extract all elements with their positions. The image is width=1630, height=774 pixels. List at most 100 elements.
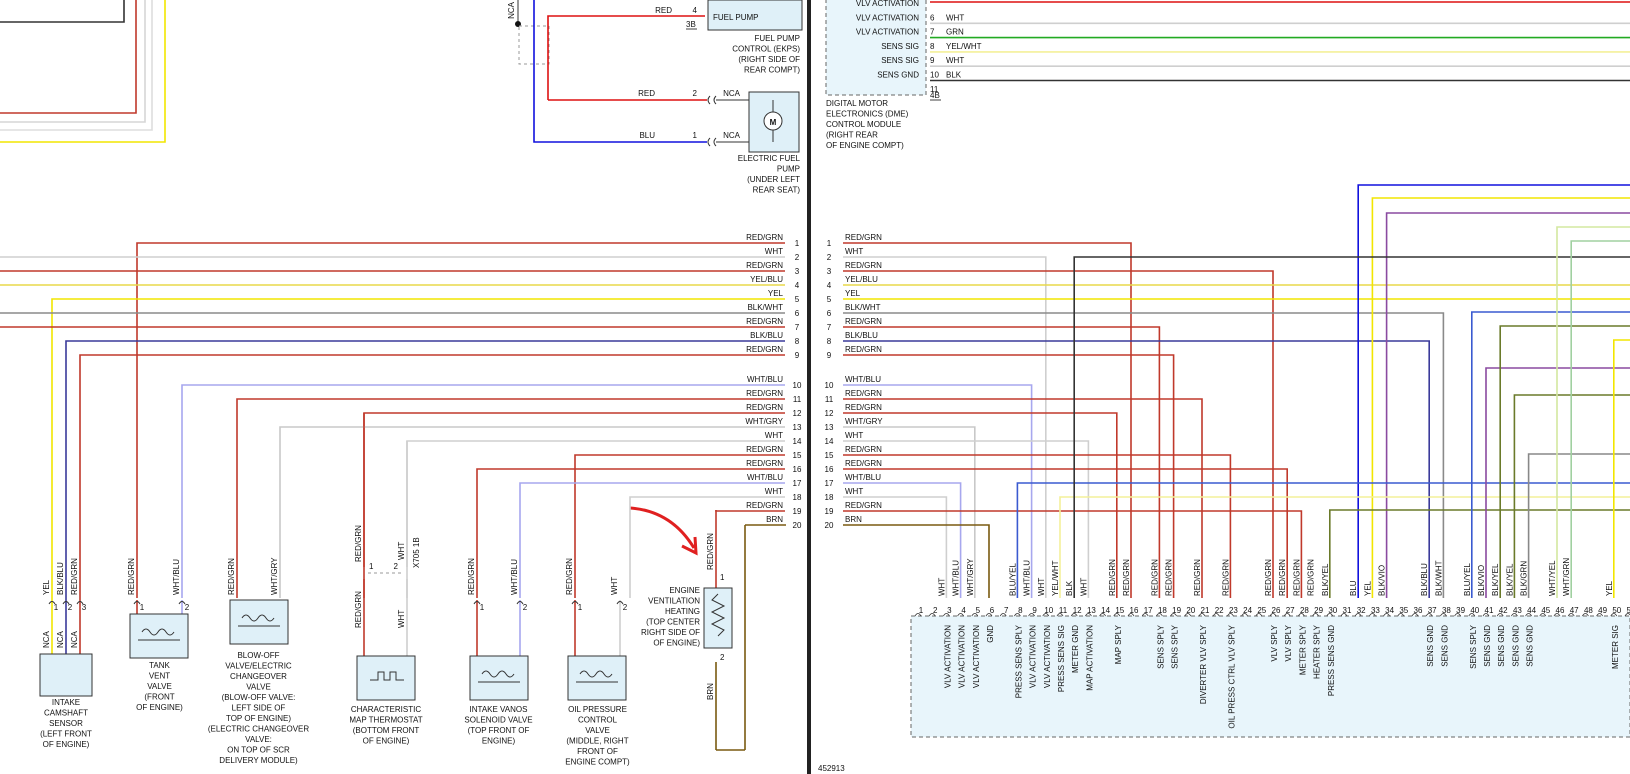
dme-pin-wire-15: RED/GRN — [1108, 559, 1117, 596]
blow_off-label-line-10: DELIVERY MODULE) — [219, 756, 298, 765]
right-wire-pin-1: 1 — [827, 239, 832, 248]
dme-top-func-2: VLV ACTIVATION — [856, 28, 919, 37]
blow_off-label-line-1: VALVE/ELECTRIC — [225, 662, 292, 671]
dme-top-label-3: (RIGHT REAR — [826, 131, 878, 140]
oil_pressure-label-line-5: ENGINE COMPT) — [565, 758, 630, 767]
tank_vent-connector-1 — [178, 601, 186, 605]
dme-pin-number-44: 44 — [1527, 606, 1536, 615]
blow_off-coil-symbol — [241, 614, 275, 622]
blow_off-wire-label-0: RED/GRN — [227, 558, 236, 595]
vent-heating-resistor-symbol — [710, 593, 726, 637]
camshaft-label-line-0: INTAKE — [52, 698, 80, 707]
right-wire-color-3: RED/GRN — [845, 261, 882, 270]
vanos-label-line-3: ENGINE) — [482, 737, 516, 746]
dme-pin-number-33: 33 — [1371, 606, 1380, 615]
right-wire-color-15: RED/GRN — [845, 445, 882, 454]
dme-pin-number-47: 47 — [1570, 606, 1579, 615]
blow_off-label-line-3: VALVE — [246, 683, 271, 692]
right-wire-16 — [843, 468, 1288, 598]
left-wire-10 — [181, 384, 785, 598]
blow_off-label-line-9: ON TOP OF SCR — [227, 746, 290, 755]
dme-pin-connector-7 — [999, 613, 1007, 617]
dme-pin-func-30: PRESS SENS GND — [1327, 625, 1336, 696]
dme-pin-connector-49 — [1596, 613, 1603, 617]
oil_pressure-pin-1: 2 — [623, 603, 628, 612]
dme-extra-wire-8 — [1016, 482, 1630, 598]
oil_pressure-connector-1 — [616, 601, 624, 605]
left-wire-pin-14: 14 — [793, 437, 802, 446]
left-wire-5 — [51, 298, 785, 600]
right-wire-color-2: WHT — [845, 247, 863, 256]
dme-pin-connector-13 — [1085, 613, 1092, 617]
dme-pin-number-26: 26 — [1272, 606, 1281, 615]
right-wire-pin-3: 3 — [827, 267, 832, 276]
right-wire-pin-6: 6 — [827, 309, 832, 318]
left-wire-pin-18: 18 — [793, 493, 802, 502]
dme-pin-func-23: OIL PRESS CTRL VLV SPLY — [1227, 624, 1236, 728]
dme-pin-number-17: 17 — [1144, 606, 1153, 615]
left-wire-8 — [65, 340, 785, 600]
blow_off-label-line-5: LEFT SIDE OF — [232, 704, 286, 713]
blow_off-label-line-2: CHANGEOVER — [230, 672, 287, 681]
dme-pin-wire-47: WHT/GRN — [1562, 558, 1571, 596]
right-wire-color-4: YEL/BLU — [845, 275, 878, 284]
left-wire-color-5: YEL — [768, 289, 784, 298]
dme-pin-func-5: VLV ACTIVATION — [972, 625, 981, 688]
right-wire-pin-19: 19 — [825, 507, 834, 516]
tank_vent-label-line-0: TANK — [149, 661, 170, 670]
right-wire-color-19: RED/GRN — [845, 501, 882, 510]
dme-pin-number-15: 15 — [1115, 606, 1124, 615]
dme-pin-number-43: 43 — [1513, 606, 1522, 615]
dme-top-label-0: DIGITAL MOTOR — [826, 99, 888, 108]
left-wire-pin-19: 19 — [793, 507, 802, 516]
right-wire-pin-14: 14 — [825, 437, 834, 446]
pump-pin-wire-0: RED — [638, 89, 655, 98]
vent-heating-wire-label-1: BRN — [706, 683, 715, 700]
dme-pin-wire-29: RED/GRN — [1307, 559, 1316, 596]
left-wire-color-18: WHT — [765, 487, 783, 496]
vent-heating-label-5: OF ENGINE) — [653, 639, 700, 648]
right-wire-pin-9: 9 — [827, 351, 832, 360]
left-wire-pin-16: 16 — [793, 465, 802, 474]
dme-pin-connector-34 — [1383, 613, 1390, 617]
dme-pin-number-37: 37 — [1428, 606, 1437, 615]
left-wire-pin-3: 3 — [795, 267, 800, 276]
oil_pressure-label-line-1: CONTROL — [578, 716, 618, 725]
camshaft-label-line-3: (LEFT FRONT — [40, 730, 92, 739]
thermostat-wire-lower-1: WHT — [397, 610, 406, 628]
dme-extra-wire-42 — [1499, 325, 1630, 598]
thermostat-wire-upper-1: WHT — [397, 542, 406, 560]
dme-top-pin-2: 7 — [930, 28, 935, 37]
dme-pin-number-45: 45 — [1541, 606, 1550, 615]
dme-pin-func-6: GND — [986, 625, 995, 643]
dme-top-func-5: SENS GND — [877, 71, 919, 80]
vanos-pin-1: 2 — [523, 603, 528, 612]
right-wire-pin-8: 8 — [827, 337, 832, 346]
dme-pin-connector-2 — [928, 613, 936, 617]
vent-heating-pin-1: 2 — [720, 653, 725, 662]
dme-pin-number-4: 4 — [961, 606, 966, 615]
blow_off-label-line-6: TOP OF ENGINE) — [226, 714, 291, 723]
right-wire-6 — [843, 312, 1445, 598]
dme-top-wire-color-5: BLK — [946, 71, 962, 80]
blow_off-label-line-7: (ELECTRIC CHANGEOVER — [208, 725, 310, 734]
dme-top-pin-6: 11 — [930, 85, 939, 94]
left-wire-pin-15: 15 — [793, 451, 802, 460]
right-wire-7 — [843, 326, 1161, 598]
left-wire-14 — [406, 440, 785, 598]
dme-pin-number-12: 12 — [1073, 606, 1082, 615]
thermostat-wire-upper-0: RED/GRN — [354, 525, 363, 562]
dme-pin-connector-27 — [1283, 613, 1291, 617]
dme-pin-func-42: SENS GND — [1497, 625, 1506, 667]
dme-pin-wire-43: BLK/YEL — [1505, 563, 1514, 596]
dme-pin-connector-50 — [1610, 613, 1618, 617]
right-wire-2 — [843, 256, 1047, 598]
dme-pin-wire-37: BLK/BLU — [1420, 563, 1429, 596]
dme-pin-wire-32: BLU — [1349, 580, 1358, 596]
left-wire-18 — [629, 496, 785, 598]
pump-connector-arc-0 — [707, 95, 711, 105]
vent-heating-label-3: (TOP CENTER — [646, 618, 700, 627]
oil_pressure-wire-label-1: WHT — [610, 577, 619, 595]
pump-pin-nca-0: NCA — [723, 89, 741, 98]
left-wire-pin-8: 8 — [795, 337, 800, 346]
